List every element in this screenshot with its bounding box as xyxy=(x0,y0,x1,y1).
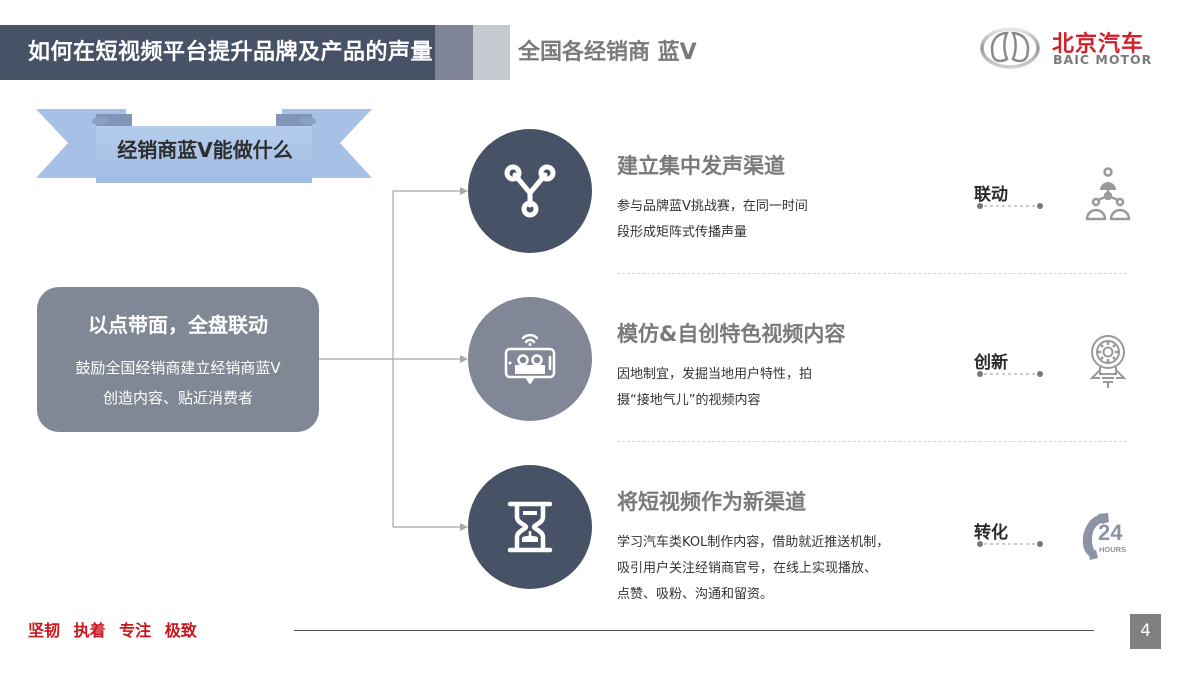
item-3-desc-line-2: 吸引用户关注经销商官号，在线上实现播放、 xyxy=(617,561,878,576)
item-2-circle xyxy=(468,297,592,421)
item-1-circle xyxy=(468,129,592,253)
header-bar xyxy=(0,25,435,80)
item-1-desc-line-1: 参与品牌蓝V挑战赛，在同一时间 xyxy=(617,199,808,214)
gear-lightbulb-icon xyxy=(1089,335,1127,388)
ribbon-banner xyxy=(36,109,372,183)
hours-label: HOURS xyxy=(1099,545,1127,554)
item-1-tag-dotted-line xyxy=(977,203,1043,209)
item-3-desc-line-1: 学习汽车类KOL制作内容，借助就近推送机制， xyxy=(617,535,890,550)
item-1-desc-line-2: 段形成矩阵式传播声量 xyxy=(617,225,748,240)
item-3-circle xyxy=(468,465,592,589)
people-hierarchy-icon xyxy=(1085,167,1131,221)
phone-24-hours-icon: 24 HOURS xyxy=(1078,512,1138,562)
separator-1 xyxy=(617,273,1127,274)
item-2-tag: 创新 xyxy=(974,353,1008,373)
baic-emblem-icon xyxy=(980,27,1040,69)
page-subtitle: 全国各经销商 蓝V xyxy=(518,40,697,65)
ribbon-label: 经销商蓝V能做什么 xyxy=(117,138,293,162)
item-2-desc-line-1: 因地制宜，发掘当地用户特性，拍 xyxy=(617,367,813,382)
page-number: 4 xyxy=(1130,614,1161,649)
item-3-tag: 转化 xyxy=(974,523,1008,543)
item-3-title: 将短视频作为新渠道 xyxy=(617,490,806,514)
video-phone-icon xyxy=(504,333,556,385)
summary-line-1: 鼓励全国经销商建立经销商蓝V xyxy=(75,359,281,377)
separator-2 xyxy=(617,441,1127,442)
item-1-desc: 参与品牌蓝V挑战赛，在同一时间 段形成矩阵式传播声量 xyxy=(617,194,808,246)
item-2-tag-dotted-line xyxy=(977,371,1043,377)
item-2-desc: 因地制宜，发掘当地用户特性，拍 摄“接地气儿”的视频内容 xyxy=(617,362,812,414)
logo-chinese-text: 北京汽车 xyxy=(1052,32,1145,57)
footer-divider xyxy=(294,630,1094,631)
summary-title: 以点带面，全盘联动 xyxy=(88,313,268,337)
phone-handset-icon xyxy=(1082,513,1109,560)
header-bar-accent-light xyxy=(473,25,510,80)
item-2-title: 模仿&自创特色视频内容 xyxy=(617,322,846,346)
baic-logo: 北京汽车 BAIC MOTOR xyxy=(980,24,1165,74)
summary-line-2: 创造内容、贴近消费者 xyxy=(102,389,253,407)
hours-number: 24 xyxy=(1098,520,1123,545)
summary-box: 以点带面，全盘联动 鼓励全国经销商建立经销商蓝V 创造内容、贴近消费者 xyxy=(37,287,319,432)
item-1-tag: 联动 xyxy=(974,185,1008,205)
header-bar-accent-mid xyxy=(435,25,473,80)
branch-network-icon xyxy=(504,164,556,218)
footer-slogan: 坚韧 执着 专注 极致 xyxy=(28,621,197,640)
logo-english-text: BAIC MOTOR xyxy=(1053,52,1153,67)
hourglass-icon xyxy=(507,501,553,553)
item-1-title: 建立集中发声渠道 xyxy=(617,154,785,178)
page-title: 如何在短视频平台提升品牌及产品的声量 xyxy=(28,40,434,65)
item-2-desc-line-2: 摄“接地气儿”的视频内容 xyxy=(617,393,761,408)
item-3-tag-dotted-line xyxy=(977,541,1043,547)
item-3-desc: 学习汽车类KOL制作内容，借助就近推送机制， 吸引用户关注经销商官号，在线上实现… xyxy=(617,530,889,608)
item-3-desc-line-3: 点赞、吸粉、沟通和留资。 xyxy=(617,587,774,602)
